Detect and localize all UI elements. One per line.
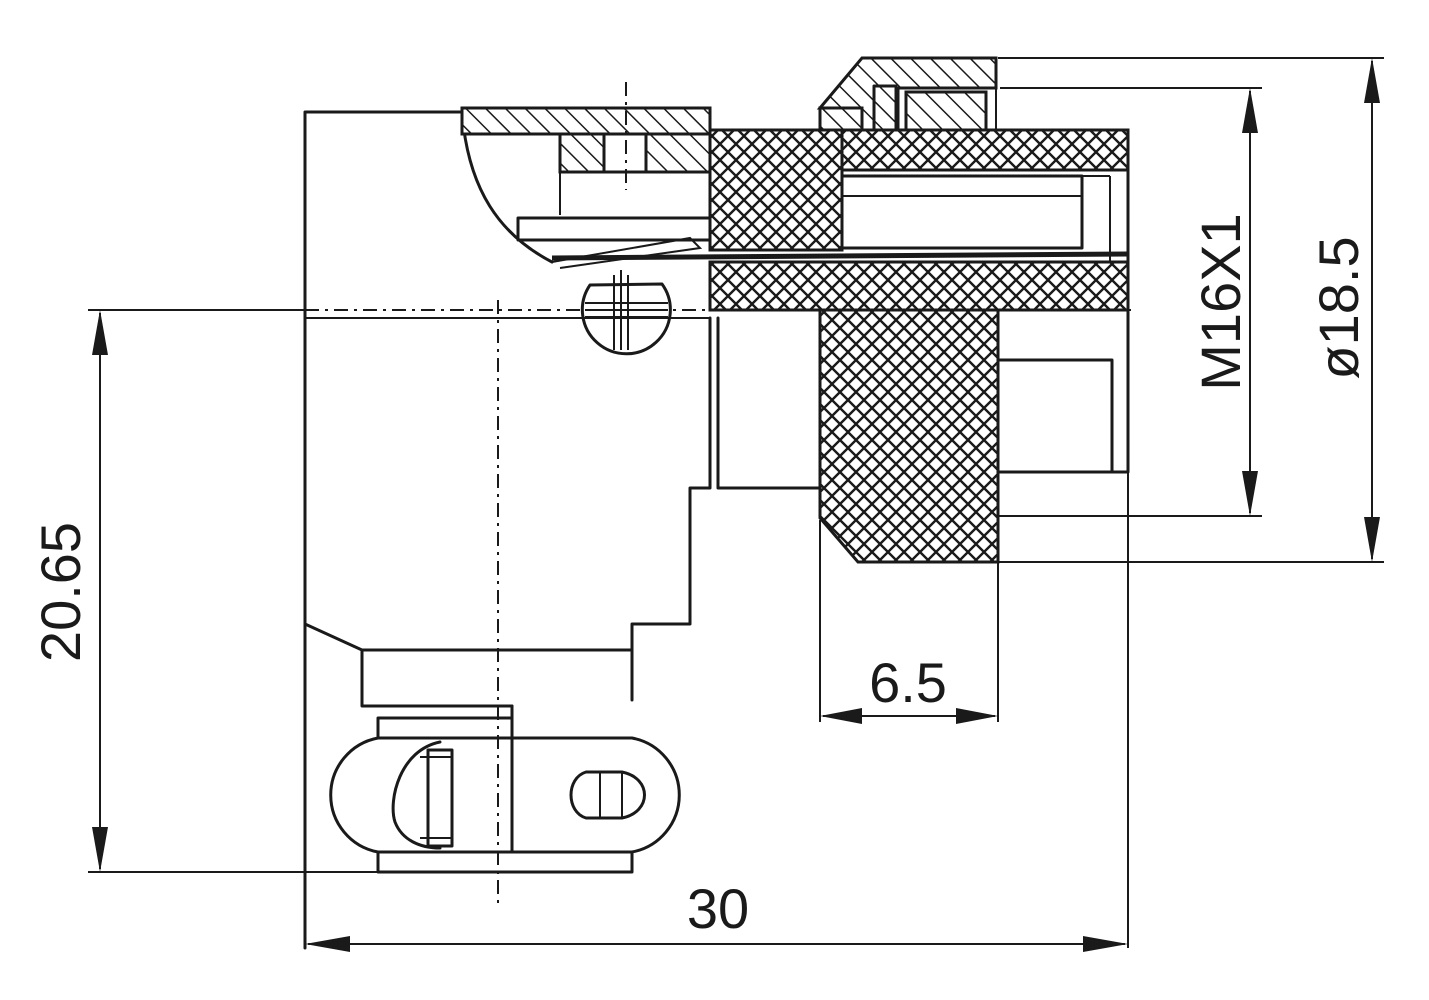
dimension-outer-diameter: ø18.5 bbox=[998, 57, 1384, 563]
upper-shell-section bbox=[460, 106, 712, 269]
outer-diameter-label: ø18.5 bbox=[1307, 236, 1370, 379]
nut-width-label: 6.5 bbox=[869, 651, 947, 714]
cable-clamp bbox=[329, 736, 681, 854]
coupling-sleeve bbox=[551, 128, 1130, 564]
center-lines bbox=[305, 82, 1136, 905]
dimension-overall-height: 20.65 bbox=[29, 309, 378, 873]
dimension-overall-length: 30 bbox=[304, 472, 1129, 952]
overall-length-label: 30 bbox=[687, 877, 749, 940]
overall-height-label: 20.65 bbox=[29, 522, 92, 662]
dimension-thread: M16X1 bbox=[1000, 87, 1262, 517]
connector-body bbox=[303, 110, 822, 950]
thread-label: M16X1 bbox=[1189, 213, 1252, 390]
dimension-nut-width: 6.5 bbox=[819, 520, 999, 724]
screw-head bbox=[580, 270, 672, 356]
top-cap-section bbox=[816, 56, 998, 132]
